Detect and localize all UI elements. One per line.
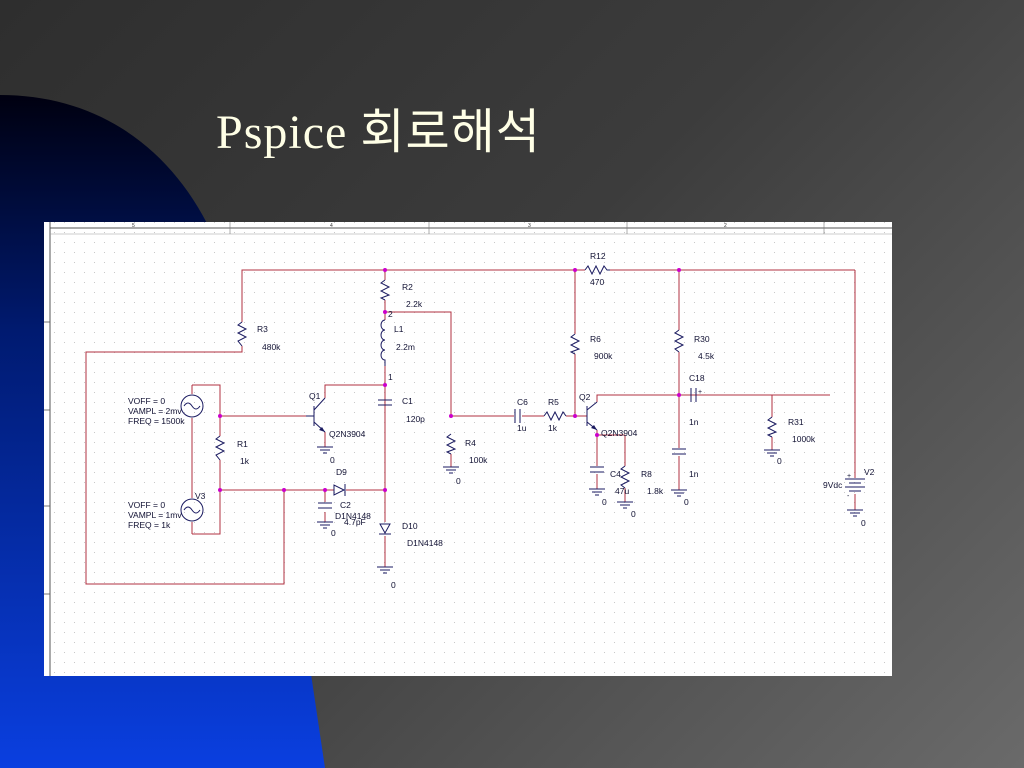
model-q2: Q2N3904	[601, 428, 638, 438]
label-c6: C6	[517, 397, 528, 407]
label-q2: Q2	[579, 392, 591, 402]
capacitor-cb	[672, 448, 686, 455]
value-r2: 2.2k	[406, 299, 423, 309]
value-r1: 1k	[240, 456, 250, 466]
model-d9: D1N4148	[335, 511, 371, 521]
slide-title: Pspice 회로해석	[216, 106, 541, 159]
capacitor-c4	[590, 466, 604, 473]
resistor-r3	[236, 321, 248, 347]
resistor-r31	[766, 416, 778, 438]
gnd-label: 0	[602, 497, 607, 507]
component-labels: R12 470 R2 2.2k 2 R3 480k L1 2.2m 1 Q1 Q…	[128, 251, 875, 590]
svg-text:-: -	[847, 493, 850, 500]
value-r31: 1000k	[792, 434, 816, 444]
v3-freq: FREQ = 1k	[128, 520, 171, 530]
resistor-r30	[673, 329, 685, 353]
resistor-r4	[445, 433, 457, 455]
v1-vampl: VAMPL = 2mv	[128, 406, 182, 416]
inductor-l1	[380, 319, 386, 366]
value-c1: 120p	[406, 414, 425, 424]
label-d10: D10	[402, 521, 418, 531]
label-r2: R2	[402, 282, 413, 292]
label-c4: C4	[610, 469, 621, 479]
gnd-label: 0	[861, 518, 866, 528]
gnd-label: 0	[777, 456, 782, 466]
resistor-r5	[543, 410, 567, 422]
label-r3: R3	[257, 324, 268, 334]
capacitor-c6	[514, 409, 521, 423]
value-c2: 4.7pF	[344, 517, 366, 527]
label-r6: R6	[590, 334, 601, 344]
resistor-r12	[584, 264, 610, 276]
label-r5: R5	[548, 397, 559, 407]
gnd-label: 0	[391, 580, 396, 590]
transistor-q1	[306, 397, 326, 433]
value-cb: 1n	[689, 469, 699, 479]
label-q1: Q1	[309, 391, 321, 401]
v1-freq: FREQ = 1500k	[128, 416, 185, 426]
border-tick: 4	[330, 223, 333, 229]
value-c4: 47u	[615, 486, 629, 496]
value-r3: 480k	[262, 342, 281, 352]
model-q1: Q2N3904	[329, 429, 366, 439]
voltage-source-v3	[180, 498, 204, 522]
svg-text:+: +	[698, 389, 702, 396]
value-l1: 2.2m	[396, 342, 415, 352]
border-tick: 3	[528, 223, 531, 229]
label-r31: R31	[788, 417, 804, 427]
label-r4: R4	[465, 438, 476, 448]
resistor-r2	[379, 279, 391, 301]
capacitor-c1	[378, 399, 392, 406]
label-r1: R1	[237, 439, 248, 449]
transistor-q2	[586, 401, 598, 431]
border-tick: 5	[132, 223, 135, 229]
resistor-r8	[619, 465, 631, 489]
value-c6: 1u	[517, 423, 527, 433]
label-c18: C18	[689, 373, 705, 383]
junctions	[218, 268, 681, 492]
battery-v2: + -	[845, 473, 865, 500]
value-r8: 1.8k	[647, 486, 664, 496]
value-r30: 4.5k	[698, 351, 715, 361]
node-1-label: 1	[388, 372, 393, 382]
schematic-canvas: 5 4 3 2	[44, 222, 892, 676]
value-c18: 1n	[689, 417, 699, 427]
gnd-label: 0	[331, 528, 336, 538]
model-d10: D1N4148	[407, 538, 443, 548]
label-v2: V2	[864, 467, 875, 477]
capacitor-c2	[318, 502, 332, 509]
label-r8: R8	[641, 469, 652, 479]
label-r12: R12	[590, 251, 606, 261]
gnd-label: 0	[631, 509, 636, 519]
label-v3: V3	[195, 491, 206, 501]
gnd-label: 0	[330, 455, 335, 465]
value-v2: 9Vdc	[823, 480, 843, 490]
node-2-label: 2	[388, 309, 393, 319]
border-tick: 2	[724, 223, 727, 229]
resistor-r1	[214, 435, 226, 461]
v3-voff: VOFF = 0	[128, 500, 165, 510]
v1-voff: VOFF = 0	[128, 396, 165, 406]
diode-d9	[333, 484, 346, 496]
resistor-r6	[569, 333, 581, 355]
label-l1: L1	[394, 324, 404, 334]
v3-vampl: VAMPL = 1mv	[128, 510, 182, 520]
gnd-label: 0	[684, 497, 689, 507]
circuit-schematic: 5 4 3 2	[44, 222, 892, 676]
voltage-source-v1	[180, 394, 204, 418]
label-c2: C2	[340, 500, 351, 510]
label-d9: D9	[336, 467, 347, 477]
gnd-label: 0	[456, 476, 461, 486]
capacitor-c18: +	[690, 388, 702, 402]
diode-d10	[379, 523, 391, 535]
svg-text:+: +	[847, 473, 851, 480]
value-r12: 470	[590, 277, 604, 287]
value-r6: 900k	[594, 351, 613, 361]
value-r4: 100k	[469, 455, 488, 465]
label-r30: R30	[694, 334, 710, 344]
label-c1: C1	[402, 396, 413, 406]
value-r5: 1k	[548, 423, 558, 433]
